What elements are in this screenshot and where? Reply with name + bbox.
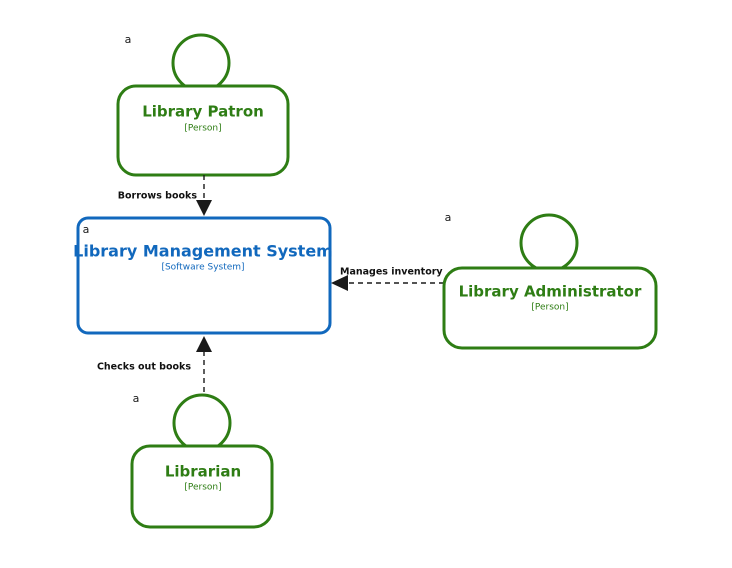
node-title: Librarian bbox=[165, 463, 241, 481]
relationship-manages-inventory[interactable]: Manages inventory bbox=[331, 267, 444, 292]
relationship-label: Borrows books bbox=[118, 191, 198, 202]
node-type-label: [Person] bbox=[531, 303, 568, 313]
corner-marker-label: a bbox=[445, 211, 452, 224]
corner-marker-label: a bbox=[133, 392, 140, 405]
person-body-shape bbox=[116, 84, 290, 177]
person-head-icon bbox=[172, 393, 232, 453]
node-type-label: [Person] bbox=[184, 124, 221, 134]
person-body-shape bbox=[442, 266, 658, 350]
relationship-arrowhead-icon bbox=[331, 275, 348, 291]
node-library-management-system[interactable]: Library Management System [Software Syst… bbox=[73, 216, 333, 335]
person-head-icon bbox=[519, 213, 579, 273]
relationship-arrowhead-icon bbox=[196, 200, 212, 216]
person-body-shape bbox=[130, 444, 274, 529]
corner-marker-label: a bbox=[83, 223, 90, 236]
node-title: Library Management System bbox=[73, 242, 333, 261]
node-library-patron[interactable]: Library Patron [Person] a bbox=[116, 33, 290, 177]
person-head-icon bbox=[171, 33, 231, 93]
node-title: Library Administrator bbox=[459, 283, 642, 301]
node-title: Library Patron bbox=[142, 103, 264, 121]
node-type-label: [Software System] bbox=[161, 263, 244, 273]
node-librarian[interactable]: Librarian [Person] a bbox=[130, 392, 274, 529]
corner-marker-label: a bbox=[125, 33, 132, 46]
relationship-borrows-books[interactable]: Borrows books bbox=[118, 175, 212, 216]
software-system-shape bbox=[76, 216, 332, 335]
node-library-administrator[interactable]: Library Administrator [Person] a bbox=[442, 211, 658, 350]
relationship-label: Checks out books bbox=[97, 362, 191, 373]
relationship-arrowhead-icon bbox=[196, 336, 212, 352]
relationship-label: Manages inventory bbox=[340, 267, 443, 278]
node-type-label: [Person] bbox=[184, 483, 221, 493]
